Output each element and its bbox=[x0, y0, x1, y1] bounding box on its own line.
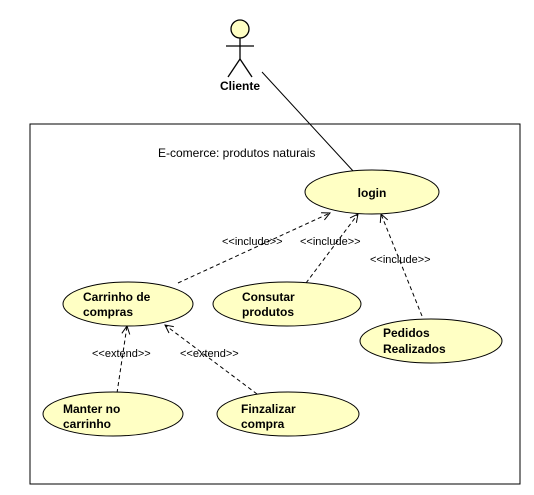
use-case-pedidos-realizados[interactable]: Pedidos Realizados bbox=[359, 318, 503, 364]
actor-head bbox=[230, 19, 250, 39]
extend-finalizar-carrinho bbox=[165, 325, 258, 395]
actor-cliente[interactable]: Cliente bbox=[220, 19, 260, 93]
use-case-manter-label-2: carrinho bbox=[63, 417, 111, 431]
actor-name: Cliente bbox=[220, 79, 260, 93]
use-case-finalizar-compra[interactable]: Finzalizar compra bbox=[216, 391, 360, 437]
actor-left-leg bbox=[227, 58, 241, 78]
use-case-carrinho-de-compras[interactable]: Carrinho de compras bbox=[62, 281, 194, 327]
use-case-pedidos-label-1: Pedidos bbox=[383, 326, 430, 340]
use-case-login[interactable]: login bbox=[304, 169, 440, 215]
use-case-pedidos-label-2: Realizados bbox=[383, 342, 446, 356]
actor-right-leg bbox=[239, 58, 253, 78]
use-case-manter-no-carrinho[interactable]: Manter no carrinho bbox=[42, 391, 184, 437]
system-boundary bbox=[29, 123, 521, 485]
use-case-login-label: login bbox=[358, 186, 387, 200]
include-label-consultar: <<include>> bbox=[300, 236, 361, 248]
extend-label-finalizar: <<extend>> bbox=[180, 348, 239, 360]
include-label-pedidos: <<include>> bbox=[370, 254, 431, 266]
association-cliente-login bbox=[261, 71, 355, 173]
use-case-consultar-label-2: produtos bbox=[242, 305, 294, 319]
extend-label-manter: <<extend>> bbox=[92, 348, 151, 360]
use-case-finalizar-label-2: compra bbox=[241, 417, 285, 431]
use-case-carrinho-label-1: Carrinho de bbox=[83, 290, 151, 304]
include-label-carrinho: <<include>> bbox=[222, 236, 283, 248]
use-case-finalizar-label-1: Finzalizar bbox=[241, 402, 296, 416]
include-pedidos-login bbox=[381, 214, 423, 317]
system-name: E-comerce: produtos naturais bbox=[158, 146, 315, 160]
use-case-manter-label-1: Manter no bbox=[63, 402, 120, 416]
use-case-consultar-label-1: Consutar bbox=[242, 290, 295, 304]
use-case-consultar-produtos[interactable]: Consutar produtos bbox=[212, 281, 362, 327]
include-consultar-login bbox=[305, 214, 358, 284]
extend-manter-carrinho bbox=[116, 326, 127, 394]
include-carrinho-login bbox=[177, 213, 330, 284]
use-case-carrinho-label-2: compras bbox=[83, 305, 133, 319]
